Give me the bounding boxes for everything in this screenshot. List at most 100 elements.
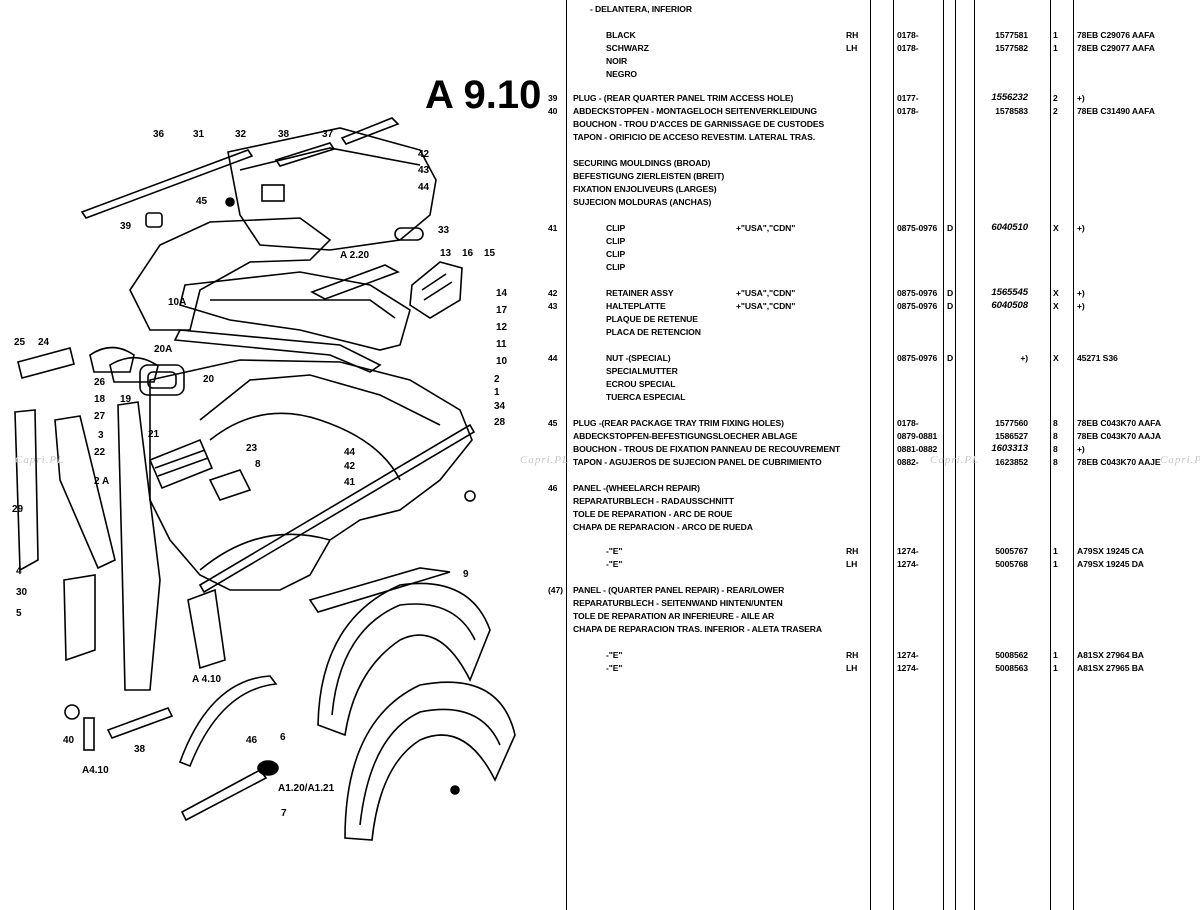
row-no: 41 xyxy=(548,223,558,233)
row-desc: NOIR xyxy=(606,56,628,66)
callout-label: 13 xyxy=(440,248,452,259)
row-part: 1586527 xyxy=(995,431,1028,441)
callout-label: 9 xyxy=(463,569,469,580)
row-desc: SCHWARZ xyxy=(606,43,649,53)
row-desc: PLUG -(REAR PACKAGE TRAY TRIM FIXING HOL… xyxy=(573,418,784,428)
column-divider xyxy=(1073,0,1074,910)
row-code: D xyxy=(947,288,954,298)
callout-label: 34 xyxy=(494,401,506,412)
watermark: Capri.PL xyxy=(930,454,980,466)
row-qty: 1 xyxy=(1053,663,1058,673)
row-date: 0882- xyxy=(897,457,919,467)
callout-label: 15 xyxy=(484,248,496,259)
row-desc: PLACA DE RETENCION xyxy=(606,327,701,337)
callout-label: 4 xyxy=(16,566,22,577)
row-note: 78EB C31490 AAFA xyxy=(1077,106,1155,116)
callout-label: 20A xyxy=(154,344,172,355)
row-date: 0879-0881 xyxy=(897,431,938,441)
row-note: A79SX 19245 CA xyxy=(1077,546,1144,556)
callout-label: 45 xyxy=(196,196,208,207)
row-qty: X xyxy=(1053,301,1059,311)
row-desc: FIXATION ENJOLIVEURS (LARGES) xyxy=(573,184,717,194)
row-desc: NUT -(SPECIAL) xyxy=(606,353,671,363)
row-part: 1556232 xyxy=(991,92,1028,103)
callout-label: 2 A xyxy=(94,476,109,487)
row-qty: 1 xyxy=(1053,650,1058,660)
row-note: 78EB C043K70 AAJE xyxy=(1077,457,1161,467)
row-desc: HALTEPLATTE xyxy=(606,301,666,311)
callout-label: 12 xyxy=(496,322,508,333)
row-note: +) xyxy=(1077,301,1085,311)
row-qty: 8 xyxy=(1053,418,1058,428)
callout-label: 16 xyxy=(462,248,474,259)
row-qty: 1 xyxy=(1053,559,1058,569)
row-desc: REPARATURBLECH - RADAUSSCHNITT xyxy=(573,496,734,506)
row-qty: X xyxy=(1053,353,1059,363)
row-side: LH xyxy=(846,663,858,673)
row-desc: BEFESTIGUNG ZIERLEISTEN (BREIT) xyxy=(573,171,725,181)
row-no: 46 xyxy=(548,483,558,493)
row-qty: 1 xyxy=(1053,30,1058,40)
callout-label: 14 xyxy=(496,288,508,299)
row-note: +) xyxy=(1077,288,1085,298)
row-note: A81SX 27964 BA xyxy=(1077,650,1144,660)
callout-label: 32 xyxy=(235,129,247,140)
exploded-parts-diagram: A 9.10 36 31 32 38 37 42 43 44 45 39 33 … xyxy=(12,73,541,841)
row-desc: TAPON - AGUJEROS DE SUJECION PANEL DE CU… xyxy=(573,457,822,467)
row-model: +"USA","CDN" xyxy=(736,223,796,233)
row-date: 0881-0882 xyxy=(897,444,938,454)
row-note: A81SX 27965 BA xyxy=(1077,663,1144,673)
callout-label: 11 xyxy=(496,339,507,350)
row-note: 78EB C29077 AAFA xyxy=(1077,43,1155,53)
row-part: 1623852 xyxy=(995,457,1028,467)
row-desc: CHAPA DE REPARACION TRAS. INFERIOR - ALE… xyxy=(573,624,822,634)
row-desc: CLIP xyxy=(606,262,626,272)
callout-label: 1 xyxy=(494,387,500,398)
row-no: 42 xyxy=(548,288,558,298)
row-desc: TOLE DE REPARATION AR INFERIEURE - AILE … xyxy=(573,611,775,621)
row-date: 0178- xyxy=(897,106,919,116)
callout-label: 43 xyxy=(418,165,430,176)
row-note: 45271 S36 xyxy=(1077,353,1118,363)
row-note: A79SX 19245 DA xyxy=(1077,559,1144,569)
row-qty: 8 xyxy=(1053,444,1058,454)
row-model: +"USA","CDN" xyxy=(736,301,796,311)
row-date: 0177- xyxy=(897,93,919,103)
row-no: 45 xyxy=(548,418,558,428)
row-part: 5005767 xyxy=(995,546,1028,556)
row-no: 43 xyxy=(548,301,558,311)
row-desc: BOUCHON - TROUS DE FIXATION PANNEAU DE R… xyxy=(573,444,841,454)
row-date: 1274- xyxy=(897,546,919,556)
row-part: 1577582 xyxy=(995,43,1028,53)
callout-label: 36 xyxy=(153,129,165,140)
column-divider xyxy=(566,0,567,910)
row-date: 0875-0976 xyxy=(897,301,938,311)
diagram-line-art xyxy=(14,117,516,841)
diagram-page-code: A 9.10 xyxy=(425,73,541,117)
row-date: 1274- xyxy=(897,650,919,660)
column-divider xyxy=(870,0,871,910)
row-part: 1577581 xyxy=(995,30,1028,40)
row-qty: 8 xyxy=(1053,431,1058,441)
column-divider xyxy=(1050,0,1051,910)
row-qty: 1 xyxy=(1053,546,1058,556)
row-desc: -"E" xyxy=(606,650,623,660)
row-desc: - DELANTERA, INFERIOR xyxy=(590,4,692,14)
row-side: LH xyxy=(846,559,858,569)
callout-label: 26 xyxy=(94,377,106,388)
row-date: 0178- xyxy=(897,43,919,53)
callout-label: 38 xyxy=(134,744,146,755)
row-desc: ABDECKSTOPFEN-BEFESTIGUNGSLOECHER ABLAGE xyxy=(573,431,798,441)
row-note: +) xyxy=(1077,223,1085,233)
callout-label: 18 xyxy=(94,394,106,405)
callout-label: 46 xyxy=(246,735,258,746)
row-desc: BLACK xyxy=(606,30,636,40)
callout-label: 6 xyxy=(280,732,286,743)
row-desc: TAPON - ORIFICIO DE ACCESO REVESTIM. LAT… xyxy=(573,132,815,142)
callout-label: 8 xyxy=(255,459,261,470)
row-part: 1565545 xyxy=(991,287,1028,298)
callout-label: 39 xyxy=(120,221,132,232)
row-date: 0875-0976 xyxy=(897,353,938,363)
row-desc: TOLE DE REPARATION - ARC DE ROUE xyxy=(573,509,733,519)
watermark: Capri.PL xyxy=(15,454,65,466)
